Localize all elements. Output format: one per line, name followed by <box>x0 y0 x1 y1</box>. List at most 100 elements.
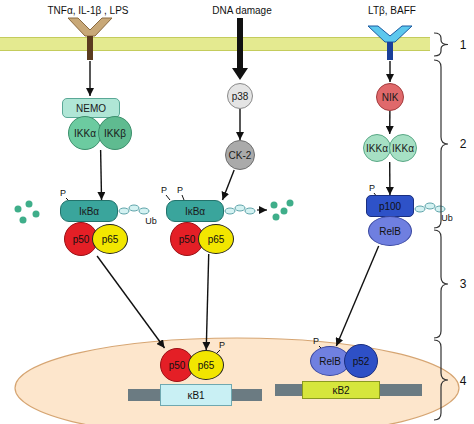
nucleus <box>15 338 459 424</box>
pathway-arrow <box>239 109 240 140</box>
stage-number: 2 <box>460 137 467 151</box>
ubiquitin <box>225 208 235 214</box>
kinase-circle: IKKα <box>68 116 102 150</box>
ubiquitin <box>139 208 149 214</box>
fragment-dot <box>15 206 22 213</box>
node-text: IKKβ <box>104 128 126 139</box>
subunit-circle: p65 <box>92 224 128 254</box>
node-text: p50 <box>179 234 196 245</box>
node-text: IκBα <box>185 206 205 217</box>
node-text: p50 <box>73 234 90 245</box>
phospho-label: P <box>161 185 167 195</box>
inhibitor-box: IκBα <box>60 200 118 222</box>
fragment-dot <box>20 217 27 224</box>
pathway-arrow <box>100 150 102 200</box>
kinase-circle: CK-2 <box>225 140 255 170</box>
node-text: p100 <box>379 201 401 212</box>
node-text: IKKα <box>366 143 388 154</box>
node-text: IKKα <box>74 128 96 139</box>
node-text: IKKα <box>392 143 414 154</box>
subunit-circle: p52 <box>344 344 378 378</box>
receptor-stem <box>387 42 393 60</box>
stage-brackets <box>434 33 448 420</box>
stage-bracket <box>434 340 448 420</box>
node-text: RelB <box>379 226 401 237</box>
subunit-circle: p65 <box>188 350 224 380</box>
subunit-circle: RelB <box>368 216 412 246</box>
precursor-box: p100 <box>366 195 414 217</box>
dna-strand <box>128 389 262 401</box>
degradation-arrow <box>257 209 267 210</box>
ubiquitin <box>235 205 245 211</box>
fragment-dot <box>26 201 33 208</box>
phospho-label: P <box>60 188 66 198</box>
tnf-receptor <box>68 18 112 36</box>
fragment-dot <box>271 202 278 209</box>
stage-number: 1 <box>460 38 467 52</box>
membrane-edge <box>0 37 430 38</box>
node-text: NIK <box>382 92 399 103</box>
kinase-circle: IKKβ <box>98 116 132 150</box>
stage-bracket <box>434 230 448 338</box>
stimulus-label: DNA damage <box>212 5 271 16</box>
node-text: p65 <box>208 234 225 245</box>
protein-box: NEMO <box>62 98 120 118</box>
kinase-circle: IKKα <box>389 134 417 162</box>
ubiquitin <box>245 208 255 214</box>
kinase-circle: p38 <box>227 83 253 109</box>
node-text: CK-2 <box>229 150 252 161</box>
kinase-circle: NIK <box>376 83 404 111</box>
phospho-label: P <box>177 185 183 195</box>
node-text: p38 <box>232 91 249 102</box>
pathway-arrow <box>206 254 208 350</box>
phospho-tick <box>166 195 170 200</box>
dna-site-box: κB2 <box>302 381 380 399</box>
ubiquitin-label: Ub <box>145 216 157 226</box>
pathway-arrow <box>222 170 234 200</box>
stage-bracket <box>434 60 448 228</box>
fragment-dot <box>33 211 40 218</box>
phospho-label: P <box>313 336 319 346</box>
stimulus-label: TNFα, IL-1β , LPS <box>48 5 129 16</box>
phospho-label: P <box>219 340 225 350</box>
ubiquitin <box>425 203 435 209</box>
node-text: κB2 <box>332 385 349 396</box>
ubiquitin-label: Ub <box>441 213 453 223</box>
node-text: p52 <box>353 356 370 367</box>
kinase-circle: IKKα <box>363 134 391 162</box>
dna-site-box: κB1 <box>160 384 232 406</box>
ubiquitin <box>415 206 425 212</box>
pathway-arrow <box>336 246 378 346</box>
dna-damage-arrow <box>232 18 248 80</box>
node-text: NEMO <box>76 103 106 114</box>
node-text: RelB <box>319 356 341 367</box>
stage-number: 3 <box>460 277 467 291</box>
stage-number: 4 <box>460 374 467 388</box>
fragment-dot <box>287 200 294 207</box>
node-text: p65 <box>198 360 215 371</box>
signal-arrow <box>389 61 390 82</box>
inhibitor-box: IκBα <box>166 200 224 222</box>
subunit-circle: p65 <box>198 224 234 254</box>
pathway-arrow <box>389 162 391 195</box>
receptor-stem <box>87 36 93 60</box>
fragment-dot <box>281 208 288 215</box>
stage-bracket <box>434 33 448 56</box>
phospho-label: P <box>369 183 375 193</box>
node-text: κB1 <box>187 390 204 401</box>
membrane-edge <box>0 50 430 51</box>
node-text: p50 <box>169 360 186 371</box>
pathway-arrow <box>97 256 164 348</box>
ubiquitin <box>129 205 139 211</box>
stimulus-label: LTβ, BAFF <box>368 5 416 16</box>
lt-receptor <box>368 26 412 42</box>
signal-arrow <box>89 61 90 96</box>
fragment-dot <box>273 214 280 221</box>
ubiquitin <box>435 206 445 212</box>
ubiquitin <box>119 208 129 214</box>
node-text: IκBα <box>79 206 99 217</box>
